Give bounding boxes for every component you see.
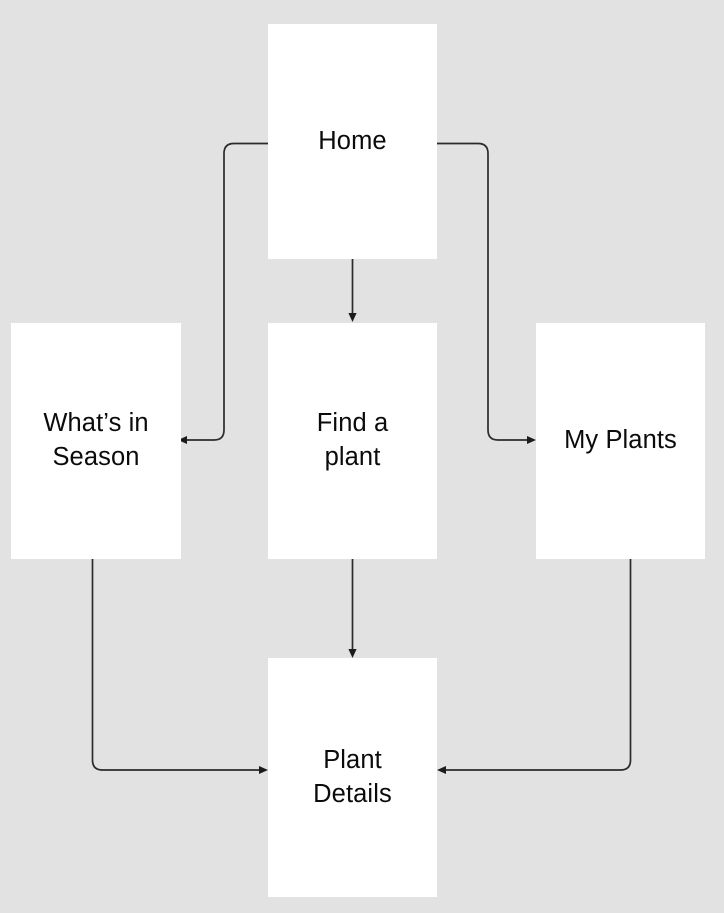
edge-home-to-myplants bbox=[437, 142, 536, 444]
node-whats-in-season[interactable]: What’s in Season bbox=[11, 323, 181, 559]
node-my-plants-label: My Plants bbox=[564, 426, 677, 455]
node-my-plants[interactable]: My Plants bbox=[536, 323, 705, 559]
node-home[interactable]: Home bbox=[268, 24, 437, 259]
arrowhead-icon bbox=[259, 766, 268, 774]
node-plant-details[interactable]: Plant Details bbox=[268, 658, 437, 897]
node-whats-in-season-label: What’s in Season bbox=[43, 409, 149, 471]
arrowhead-icon bbox=[527, 436, 536, 444]
edge-myplants-to-details bbox=[437, 559, 632, 774]
arrowhead-icon bbox=[348, 649, 357, 658]
node-home-label: Home bbox=[318, 126, 387, 155]
node-find-a-plant-label: Find a plant bbox=[316, 409, 389, 471]
arrowhead-icon bbox=[348, 313, 357, 322]
node-find-a-plant[interactable]: Find a plant bbox=[268, 323, 437, 559]
edge-home-to-season bbox=[178, 142, 268, 444]
edge-home-to-find bbox=[348, 259, 357, 322]
arrowhead-icon bbox=[437, 766, 446, 774]
edge-find-to-details bbox=[348, 559, 357, 658]
edge-season-to-details bbox=[91, 559, 268, 774]
node-plant-details-label: Plant Details bbox=[313, 745, 392, 808]
